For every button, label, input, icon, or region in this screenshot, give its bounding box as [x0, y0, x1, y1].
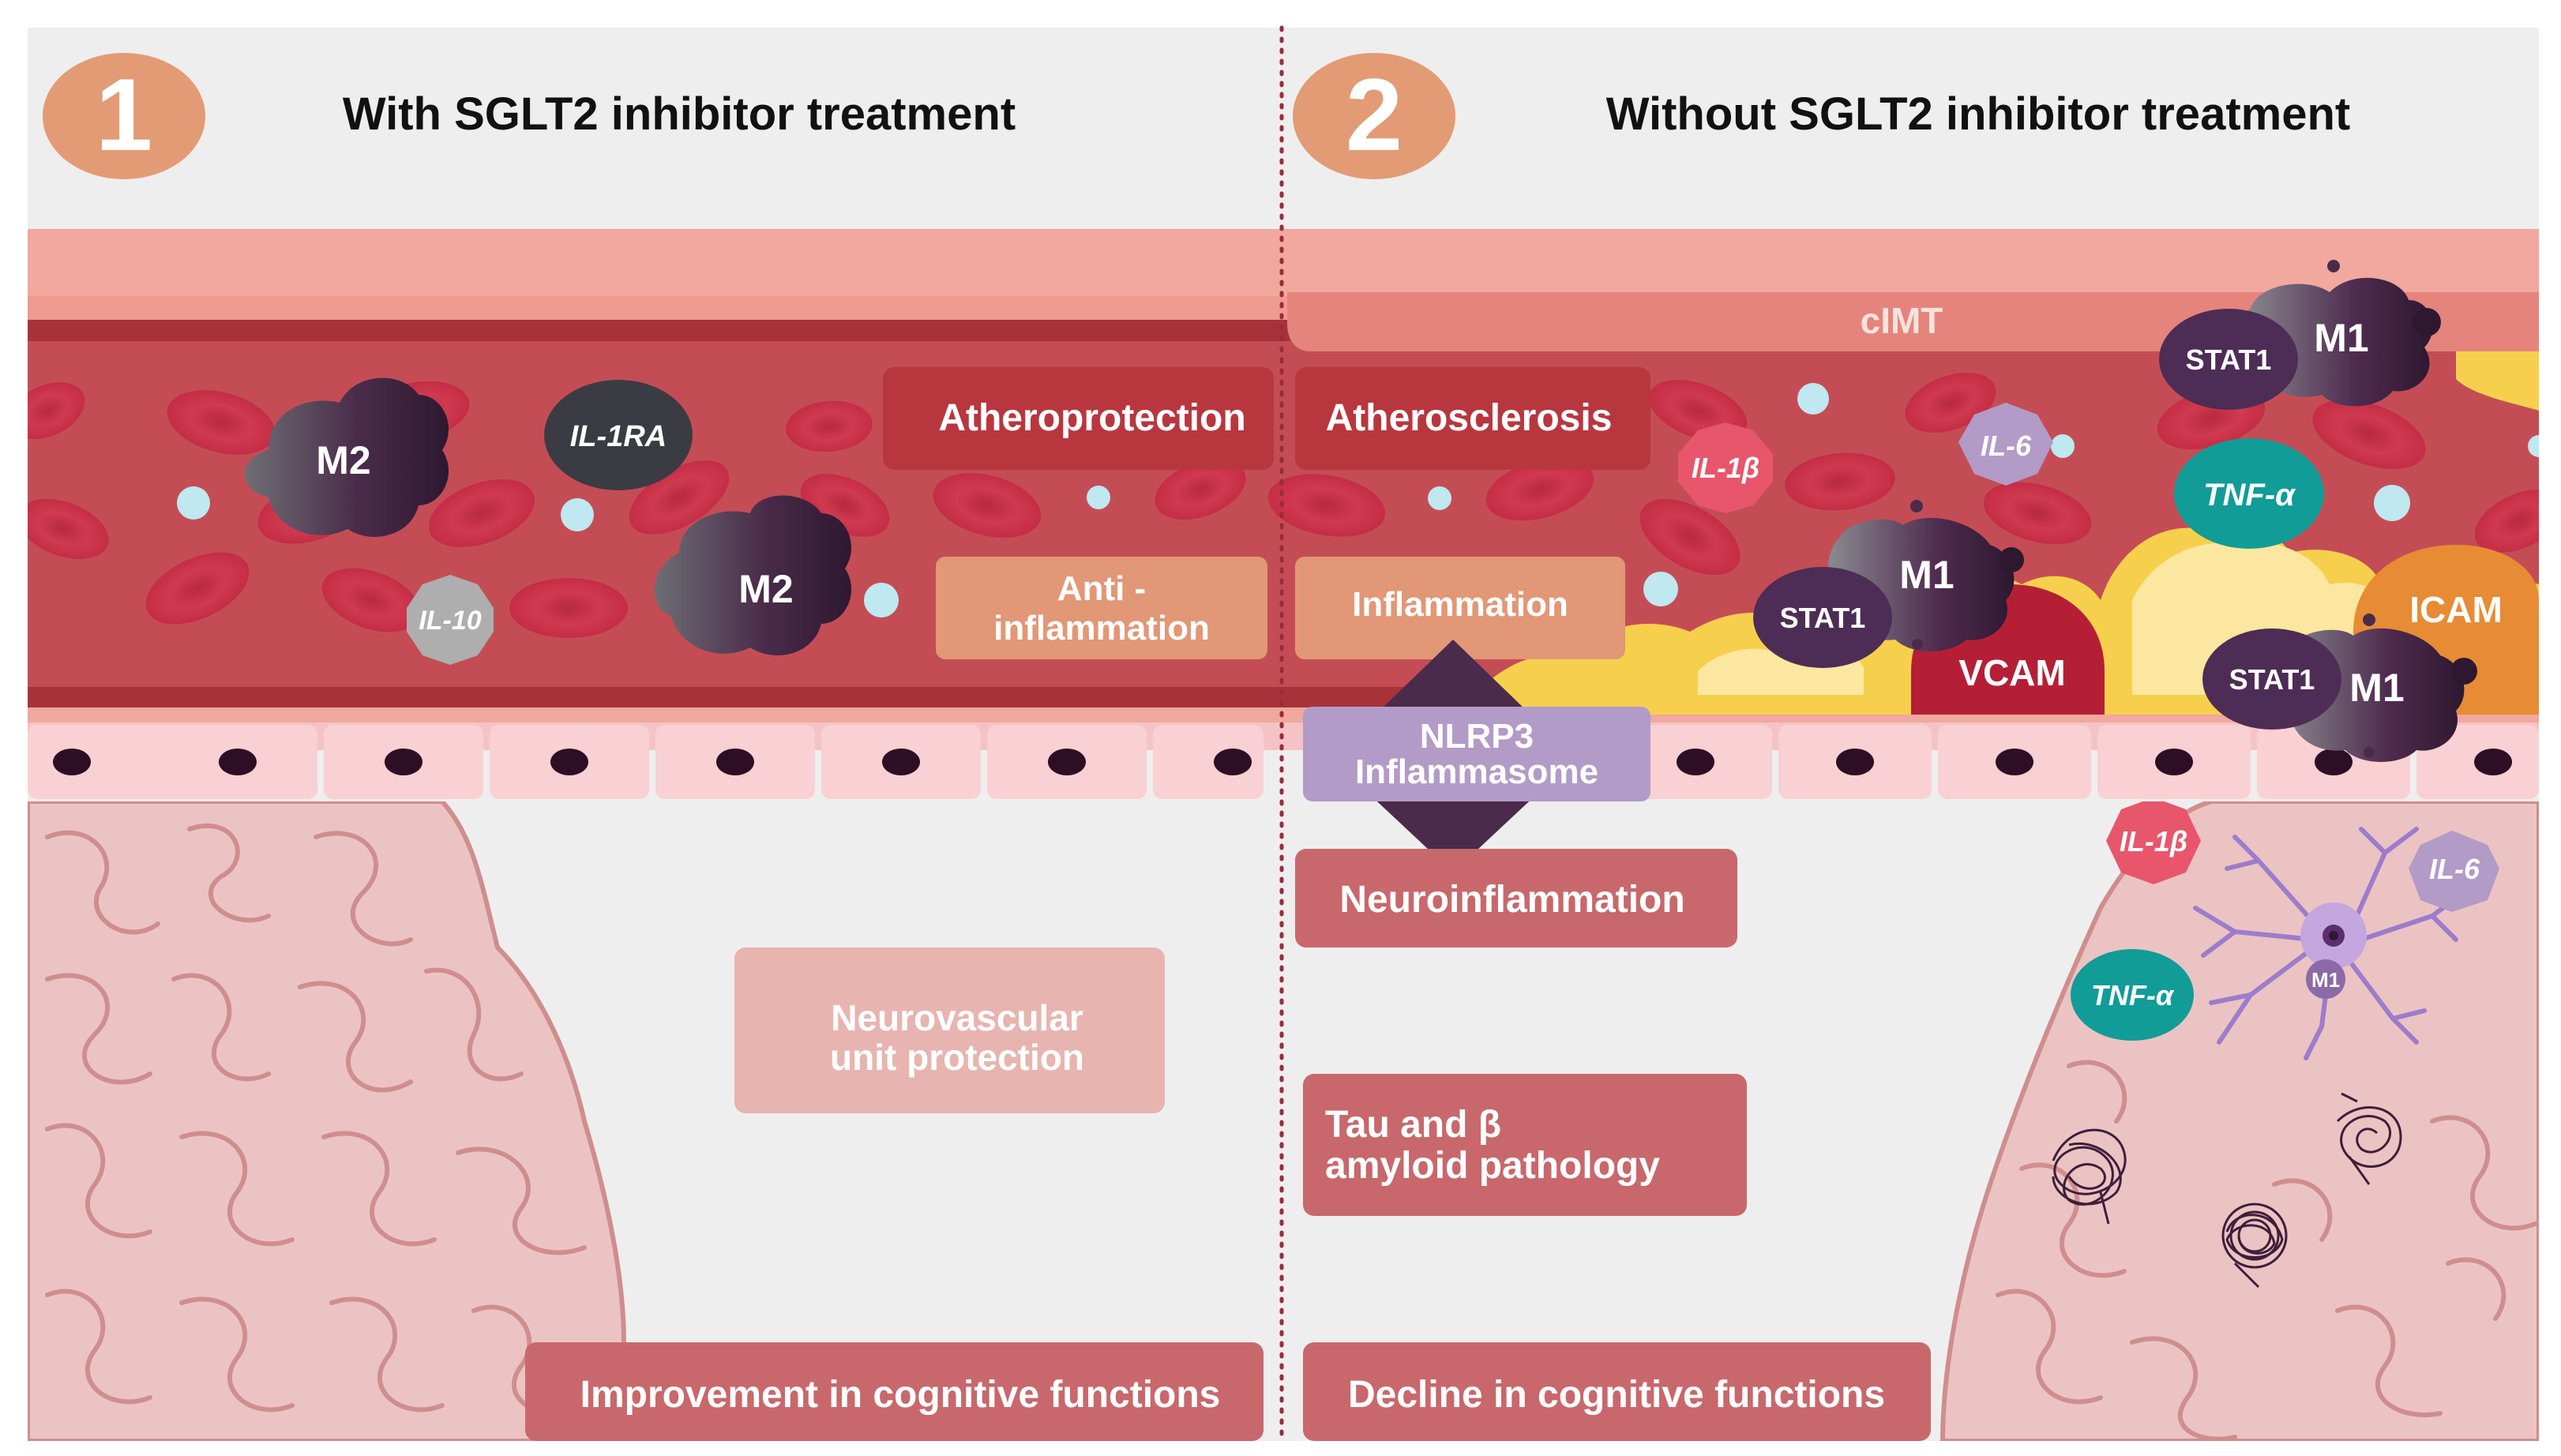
inflammation-label: Inflammation — [1352, 585, 1568, 624]
microglia-m1-badge — [2306, 959, 2345, 999]
cell-nucleus — [1048, 749, 1086, 775]
cell-nucleus — [2315, 749, 2353, 775]
il1ra-shape — [544, 380, 693, 490]
vcam-label: VCAM — [1958, 652, 2065, 693]
neurovascular-line1: Neurovascular — [831, 997, 1083, 1038]
cell-nucleus — [1996, 749, 2033, 775]
cell-nucleus — [2474, 749, 2512, 775]
m2-macrophage-b: M2 — [654, 495, 852, 655]
neurovascular-line2: unit protection — [830, 1037, 1084, 1078]
nlrp3-box — [1303, 707, 1650, 801]
nlrp3-line2: Inflammasome — [1355, 752, 1598, 791]
tau-tangle-icons — [2052, 1092, 2402, 1289]
il10-label: IL-10 — [419, 606, 481, 636]
panel2-number-badge — [1293, 53, 1455, 179]
microglia-icon — [2193, 827, 2466, 1060]
panel1-title: With SGLT2 inhibitor treatment — [343, 88, 1016, 140]
brain-right — [1940, 801, 2539, 1441]
il1b-label: IL-1β — [1692, 452, 1759, 484]
m1-macrophage-middle: STAT1 M1 — [1753, 500, 2024, 668]
atherosclerosis-label: Atherosclerosis — [1326, 397, 1613, 439]
il6-label: IL-6 — [1981, 430, 2032, 462]
panel2-title: Without SGLT2 inhibitor treatment — [1606, 88, 2350, 140]
m1-macrophage-top: STAT1 M1 — [2159, 260, 2441, 410]
particles — [177, 383, 2539, 617]
atheroprotection-label: Atheroprotection — [938, 397, 1245, 439]
endothelial-cell — [28, 725, 187, 799]
brain-il6-label: IL-6 — [2429, 853, 2480, 885]
m2-label-b: M2 — [738, 567, 793, 611]
neuroinflammation-label: Neuroinflammation — [1339, 879, 1684, 921]
brain-tnfa-label: TNF-α — [2091, 979, 2175, 1011]
inflammation-box — [1295, 557, 1625, 659]
brain-left — [28, 801, 633, 1441]
il10-shape — [407, 575, 494, 665]
anti-inflammation-line2: inflammation — [993, 609, 1210, 647]
atheroprotection-box — [883, 367, 1274, 470]
panel1-number-badge — [43, 53, 205, 179]
cell-nucleus — [219, 749, 257, 775]
m2-label-a: M2 — [316, 438, 370, 482]
cell-nucleus — [1677, 749, 1714, 775]
improvement-cognitive-box — [525, 1342, 1264, 1441]
brain-tnfa-shape — [2071, 949, 2194, 1041]
tau-amyloid-box — [1303, 1074, 1747, 1216]
il1ra-label: IL-1RA — [570, 420, 667, 453]
tau-amyloid-line1: Tau and β — [1325, 1104, 1501, 1146]
decline-cognitive-label: Decline in cognitive functions — [1348, 1374, 1885, 1416]
tnfa-shape — [2174, 438, 2324, 549]
cell-nucleus — [1214, 749, 1252, 775]
m1-label-top: M1 — [2314, 316, 2368, 360]
stat1-label-top: STAT1 — [2186, 343, 2272, 376]
m1-label-lower: M1 — [2349, 666, 2404, 710]
nlrp3-line1: NLRP3 — [1420, 717, 1534, 756]
cimt-label: cIMT — [1861, 300, 1943, 341]
m2-macrophage-a: M2 — [245, 377, 449, 537]
endothelial-cells — [28, 725, 2539, 799]
neurovascular-box — [734, 948, 1165, 1113]
panel2-number: 2 — [1346, 57, 1403, 172]
cell-nucleus — [716, 749, 754, 775]
panel1-number: 1 — [96, 57, 152, 172]
anti-inflammation-line1: Anti - — [1057, 569, 1146, 608]
icam-label: ICAM — [2409, 589, 2503, 630]
m1-label-middle: M1 — [1899, 553, 1954, 597]
brain-il1b-shape — [2106, 801, 2201, 884]
brain-il6-shape — [2409, 831, 2499, 912]
anti-inflammation-box — [936, 557, 1267, 659]
cell-nucleus — [1836, 749, 1874, 775]
il1b-shape — [1678, 422, 1773, 513]
microglia-m1-label: M1 — [2311, 968, 2340, 992]
decline-cognitive-box — [1303, 1342, 1931, 1441]
brain-il1b-label: IL-1β — [2120, 825, 2187, 857]
cell-nucleus — [550, 749, 588, 775]
neuroinflammation-box — [1295, 849, 1737, 948]
cell-nucleus — [2155, 749, 2193, 775]
il6-shape — [1958, 403, 2053, 486]
stat1-label-lower: STAT1 — [2229, 663, 2315, 696]
endothelial-cell — [1153, 725, 1264, 799]
tau-amyloid-line2: amyloid pathology — [1325, 1145, 1660, 1187]
stat1-label-middle: STAT1 — [1780, 602, 1866, 634]
cell-nucleus — [53, 749, 91, 775]
improvement-cognitive-label: Improvement in cognitive functions — [580, 1374, 1221, 1416]
atherosclerosis-box — [1295, 367, 1650, 470]
cell-nucleus — [385, 749, 422, 775]
cell-nucleus — [882, 749, 920, 775]
m1-macrophage-lower: STAT1 M1 — [2202, 614, 2477, 762]
tnfa-label: TNF-α — [2203, 478, 2296, 512]
